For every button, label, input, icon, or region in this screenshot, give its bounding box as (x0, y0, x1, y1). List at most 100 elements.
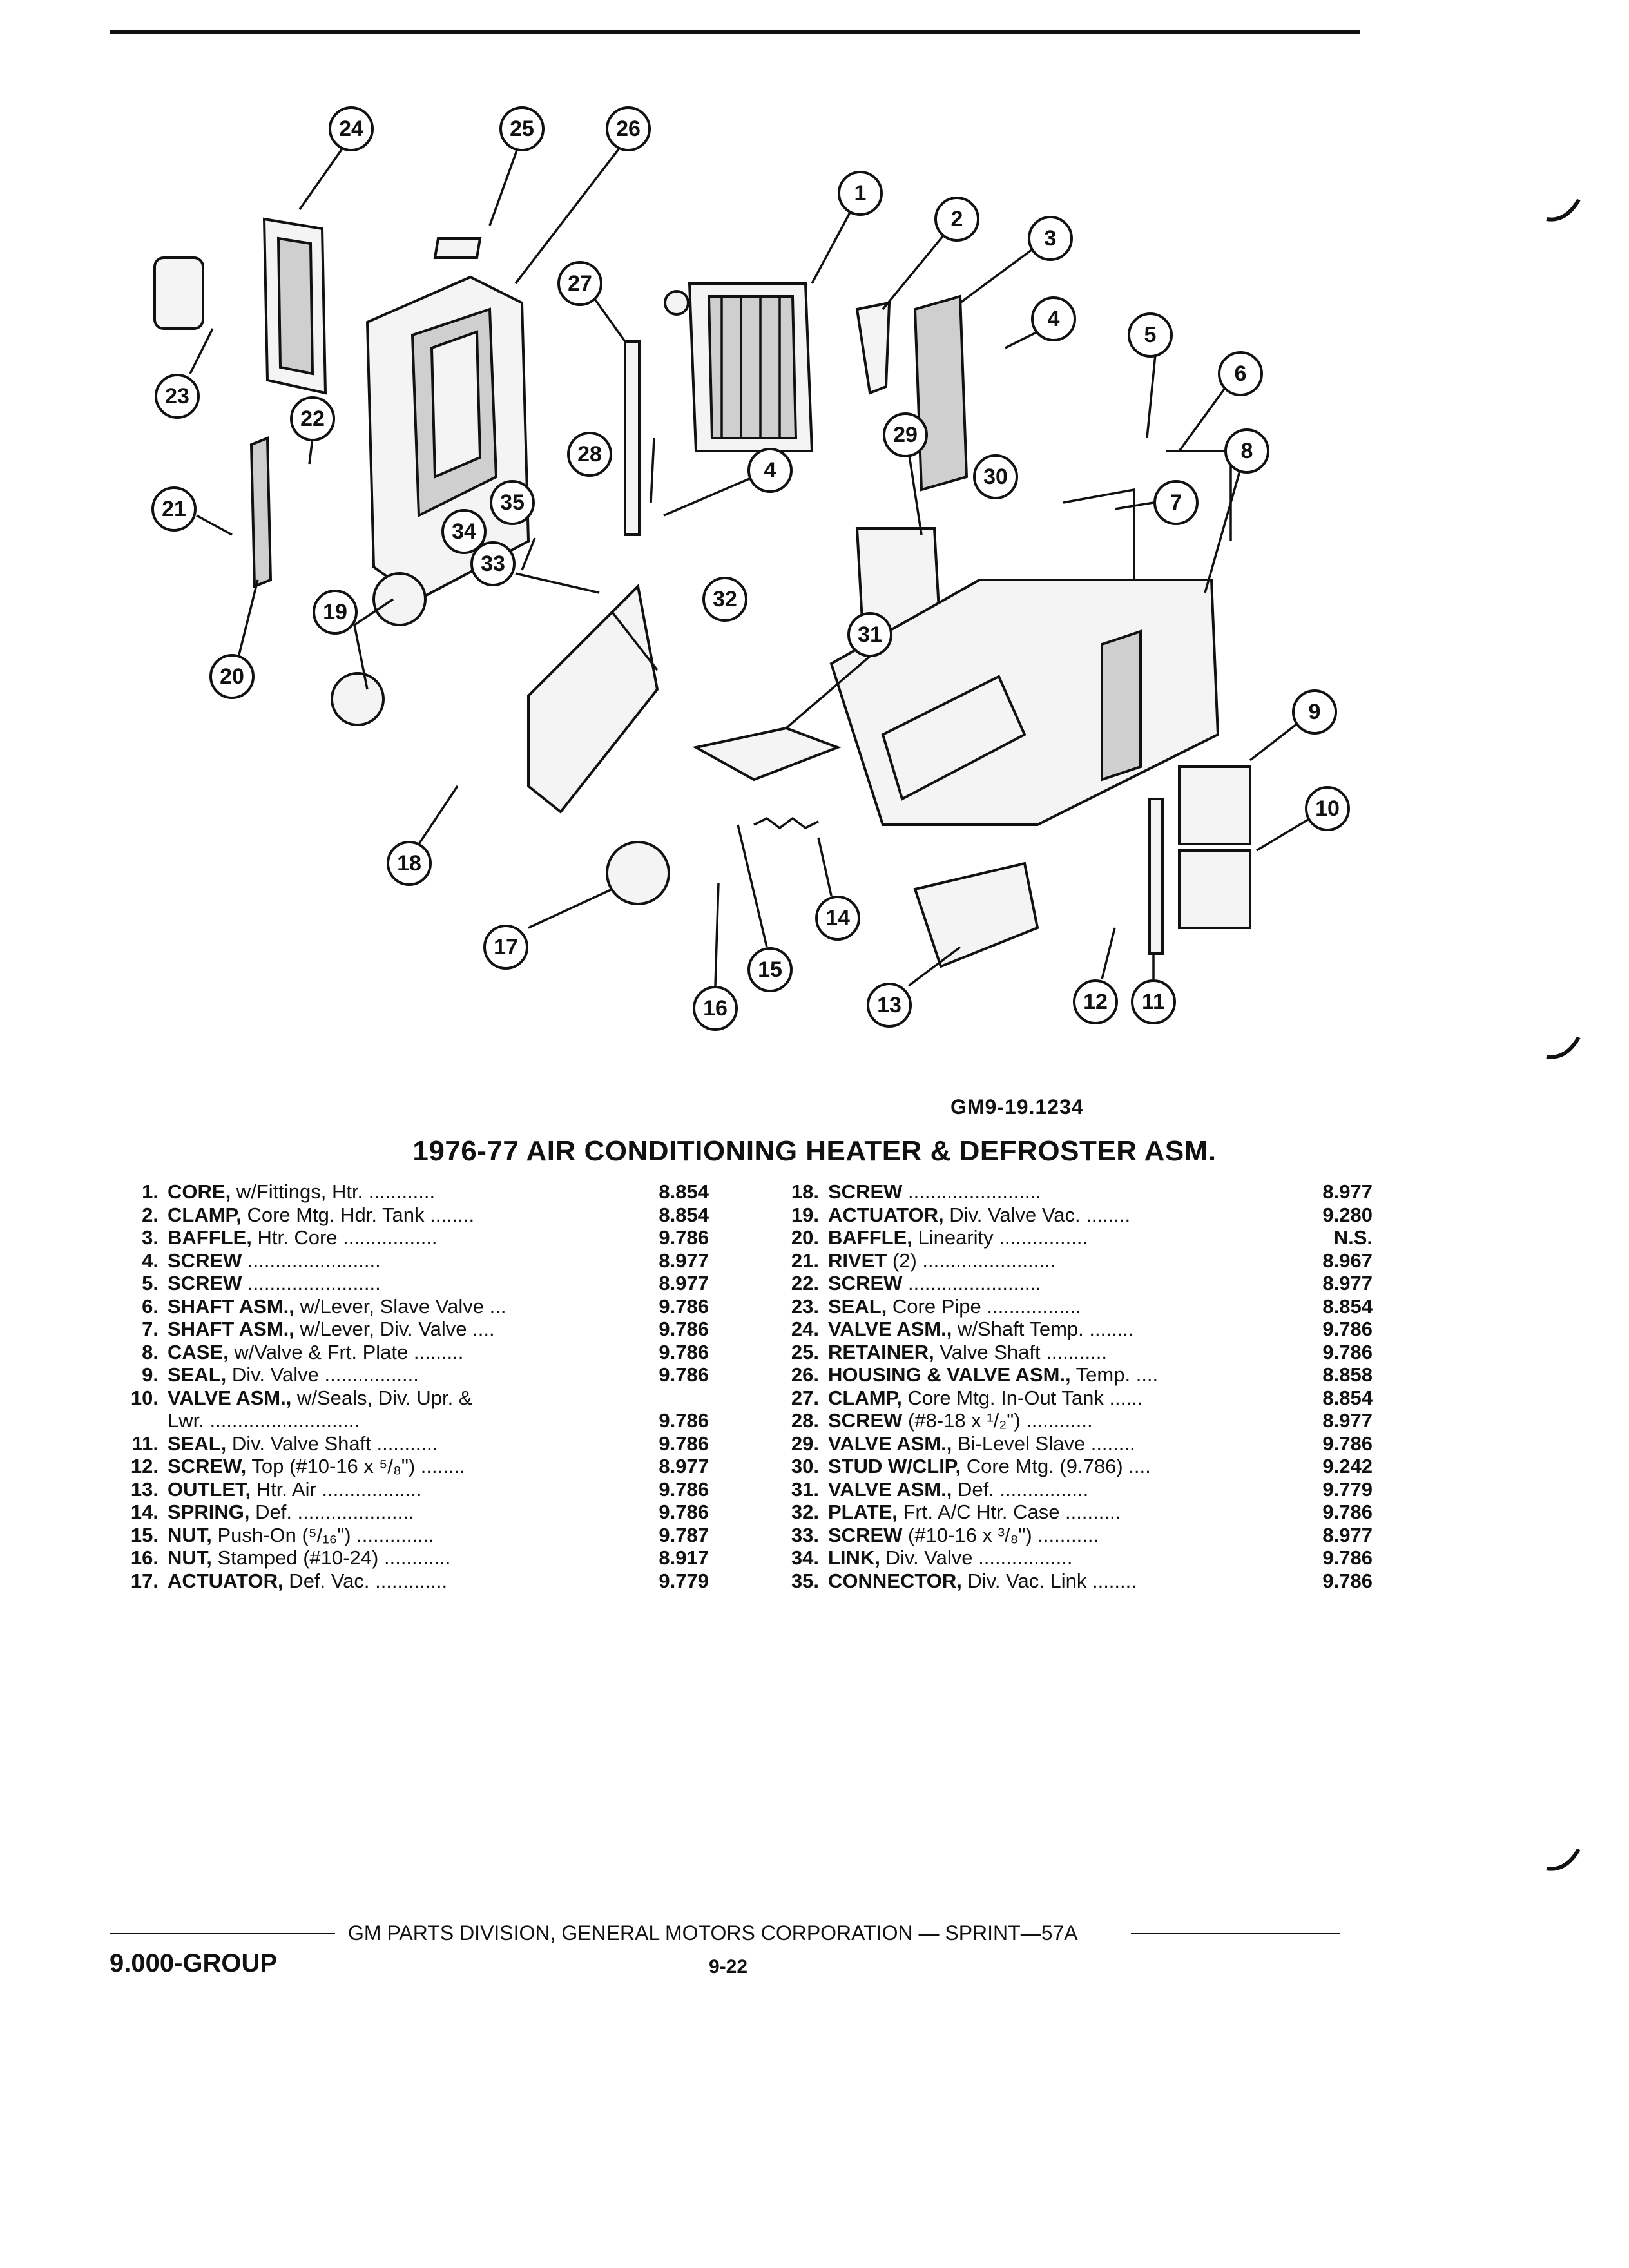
callout-7: 7 (1153, 480, 1199, 525)
part-number: 1. (142, 1180, 159, 1203)
parts-row: 3.BAFFLE, Htr. Core .................9.7… (110, 1226, 709, 1249)
part-detail: w/Lever, Slave Valve ... (294, 1294, 506, 1318)
part-number: 20. (791, 1226, 819, 1249)
part-name: SHAFT ASM., (168, 1318, 294, 1340)
callout-32: 32 (702, 577, 747, 622)
part-description: CLAMP, Core Mtg. Hdr. Tank ........ (168, 1204, 567, 1227)
part-name: SPRING, (168, 1501, 250, 1523)
group-code: 9.779 (1322, 1477, 1373, 1501)
case-8-drawing (829, 579, 1220, 826)
retainer-25-drawing (433, 237, 482, 259)
svg-text:26: 26 (616, 117, 641, 141)
footer-rule-left (110, 1933, 335, 1934)
part-description: STUD W/CLIP, Core Mtg. (9.786) .... (828, 1455, 1228, 1478)
part-detail: Div. Vac. Link ........ (961, 1569, 1137, 1592)
group-code: 8.854 (1322, 1386, 1373, 1409)
callout-17: 17 (483, 925, 528, 970)
part-description: SCREW, Top (#10-16 x ⁵/₈") ........ (168, 1455, 567, 1478)
callout-10: 10 (1305, 786, 1350, 831)
callout-11: 11 (1131, 979, 1176, 1024)
part-detail: (2) ........................ (887, 1249, 1056, 1272)
callout-4b: 4 (747, 448, 793, 493)
parts-row: 18.SCREW ........................8.977 (770, 1180, 1373, 1204)
part-number: 10. (130, 1386, 159, 1409)
part-name: SCREW (828, 1409, 903, 1432)
part-number: 25. (791, 1340, 819, 1363)
callout-27: 27 (557, 261, 602, 306)
part-number: 24. (791, 1318, 819, 1340)
parts-row: 24.VALVE ASM., w/Shaft Temp. ........9.7… (770, 1318, 1373, 1341)
part-description: NUT, Stamped (#10-24) ............ (168, 1546, 567, 1570)
part-detail: Valve Shaft ........... (934, 1340, 1107, 1363)
part-detail: Core Pipe ................. (887, 1294, 1081, 1318)
group-code: 8.977 (1322, 1180, 1373, 1203)
actuator-19b-drawing (331, 672, 385, 726)
part-description: VALVE ASM., Bi-Level Slave ........ (828, 1432, 1228, 1456)
part-description: SHAFT ASM., w/Lever, Div. Valve .... (168, 1318, 567, 1341)
parts-row: 5.SCREW ........................8.977 (110, 1272, 709, 1295)
part-name: RIVET (828, 1249, 887, 1272)
svg-text:11: 11 (1142, 990, 1165, 1014)
part-description: CORE, w/Fittings, Htr. ............ (168, 1180, 567, 1204)
callout-14: 14 (815, 896, 860, 941)
parts-row: 16.NUT, Stamped (#10-24) ............8.9… (110, 1546, 709, 1570)
group-code: 9.786 (1322, 1569, 1373, 1592)
svg-text:16: 16 (703, 996, 728, 1021)
clamp-27-drawing (624, 340, 641, 536)
callout-6: 6 (1218, 351, 1263, 396)
svg-text:30: 30 (983, 465, 1008, 489)
part-name: SCREW (828, 1523, 903, 1546)
shaft-7-drawing (1063, 488, 1135, 580)
part-name: VALVE ASM., (828, 1432, 952, 1455)
part-number: 6. (142, 1294, 159, 1318)
parts-row: 6.SHAFT ASM., w/Lever, Slave Valve ...9.… (110, 1295, 709, 1318)
svg-text:7: 7 (1170, 490, 1182, 515)
callout-33: 33 (470, 541, 516, 586)
svg-text:4: 4 (1048, 307, 1060, 331)
group-code: 8.977 (1322, 1523, 1373, 1546)
callout-8: 8 (1224, 428, 1269, 474)
part-detail: ........................ (242, 1272, 381, 1294)
parts-row: 19.ACTUATOR, Div. Valve Vac. ........9.2… (770, 1204, 1373, 1227)
part-name: CLAMP, (828, 1386, 902, 1409)
parts-row: 13.OUTLET, Htr. Air ..................9.… (110, 1478, 709, 1501)
group-code: 8.854 (659, 1180, 709, 1203)
part-detail: Def. ..................... (249, 1501, 414, 1523)
parts-row: 34.LINK, Div. Valve .................9.7… (770, 1546, 1373, 1570)
group-code: 9.786 (659, 1363, 709, 1386)
group-code: 9.786 (659, 1340, 709, 1363)
group-code: 9.786 (1322, 1318, 1373, 1340)
plate-32-drawing (527, 583, 659, 814)
part-name: BAFFLE, (168, 1226, 252, 1249)
group-code: 9.786 (659, 1501, 709, 1523)
parts-list-left: 1. CORE, w/Fittings, Htr. ............ 8.8… (110, 1180, 709, 1592)
actuator-19a-drawing (372, 572, 427, 626)
svg-text:34: 34 (452, 519, 476, 544)
part-number: 22. (791, 1272, 819, 1294)
part-description: BAFFLE, Linearity ................ (828, 1226, 1228, 1249)
group-code: 9.786 (659, 1226, 709, 1249)
group-code: 9.242 (1322, 1455, 1373, 1477)
part-name: SEAL, (168, 1432, 227, 1455)
part-name: NUT, (168, 1546, 212, 1569)
group-code: 8.977 (659, 1249, 709, 1272)
core-1-drawing (664, 282, 814, 452)
valve-24-drawing (262, 217, 327, 395)
callout-19: 19 (313, 590, 358, 635)
part-name: SCREW, (168, 1455, 247, 1477)
part-detail: Def. Vac. ............. (283, 1569, 448, 1592)
callout-15: 15 (747, 947, 793, 992)
callout-13: 13 (867, 983, 912, 1028)
part-name: CLAMP, (168, 1203, 242, 1226)
group-code: 8.967 (1322, 1249, 1373, 1272)
parts-row: 23.SEAL, Core Pipe .................8.85… (770, 1295, 1373, 1318)
part-detail: Div. Valve Vac. ........ (943, 1203, 1131, 1226)
group-code: 8.977 (659, 1272, 709, 1294)
margin-mark-1 (1546, 198, 1581, 222)
svg-text:17: 17 (494, 935, 518, 959)
parts-row: 20.BAFFLE, Linearity ................N.S… (770, 1226, 1373, 1249)
callout-29: 29 (883, 412, 928, 457)
group-code: 9.280 (1322, 1203, 1373, 1226)
part-description: BAFFLE, Htr. Core ................. (168, 1226, 567, 1249)
